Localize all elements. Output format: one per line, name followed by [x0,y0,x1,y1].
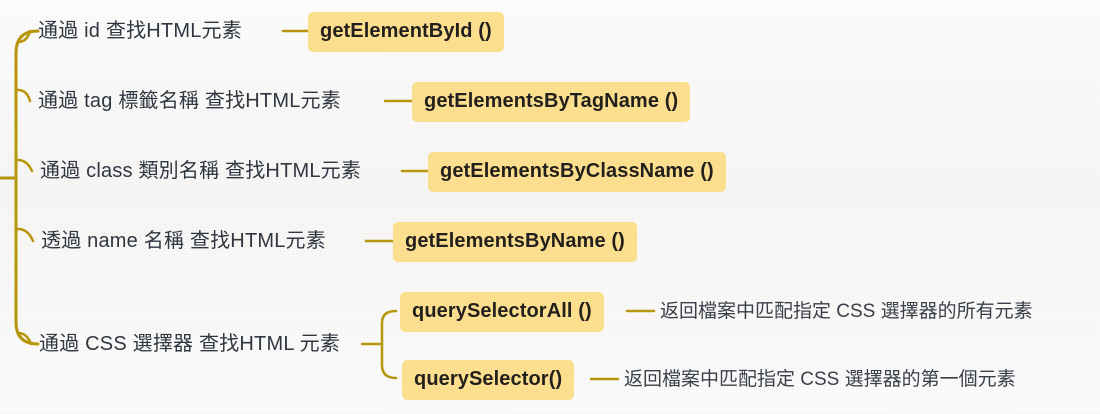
method-chip-query-selector[interactable]: querySelector() [402,360,575,400]
branch-label-by-class-name[interactable]: 通過 class 類別名稱 查找HTML元素 [40,160,362,182]
method-chip-get-elements-by-name[interactable]: getElementsByName () [393,222,637,262]
branch-label-by-tag-name[interactable]: 通過 tag 標籤名稱 查找HTML元素 [38,90,341,112]
branch-label-by-name[interactable]: 透過 name 名稱 查找HTML元素 [41,230,326,252]
branch-label-by-css-selector[interactable]: 通過 CSS 選擇器 查找HTML 元素 [39,333,341,355]
branch-label-by-id[interactable]: 通過 id 查找HTML元素 [38,20,242,42]
description-query-selector-all: 返回檔案中匹配指定 CSS 選擇器的所有元素 [660,301,1033,322]
method-chip-query-selector-all[interactable]: querySelectorAll () [400,292,604,332]
method-chip-get-elements-by-tag-name[interactable]: getElementsByTagName () [412,82,691,122]
method-chip-get-element-by-id[interactable]: getElementById () [308,12,504,52]
description-query-selector: 返回檔案中匹配指定 CSS 選擇器的第一個元素 [624,369,1016,390]
method-chip-get-elements-by-class-name[interactable]: getElementsByClassName () [428,152,726,192]
